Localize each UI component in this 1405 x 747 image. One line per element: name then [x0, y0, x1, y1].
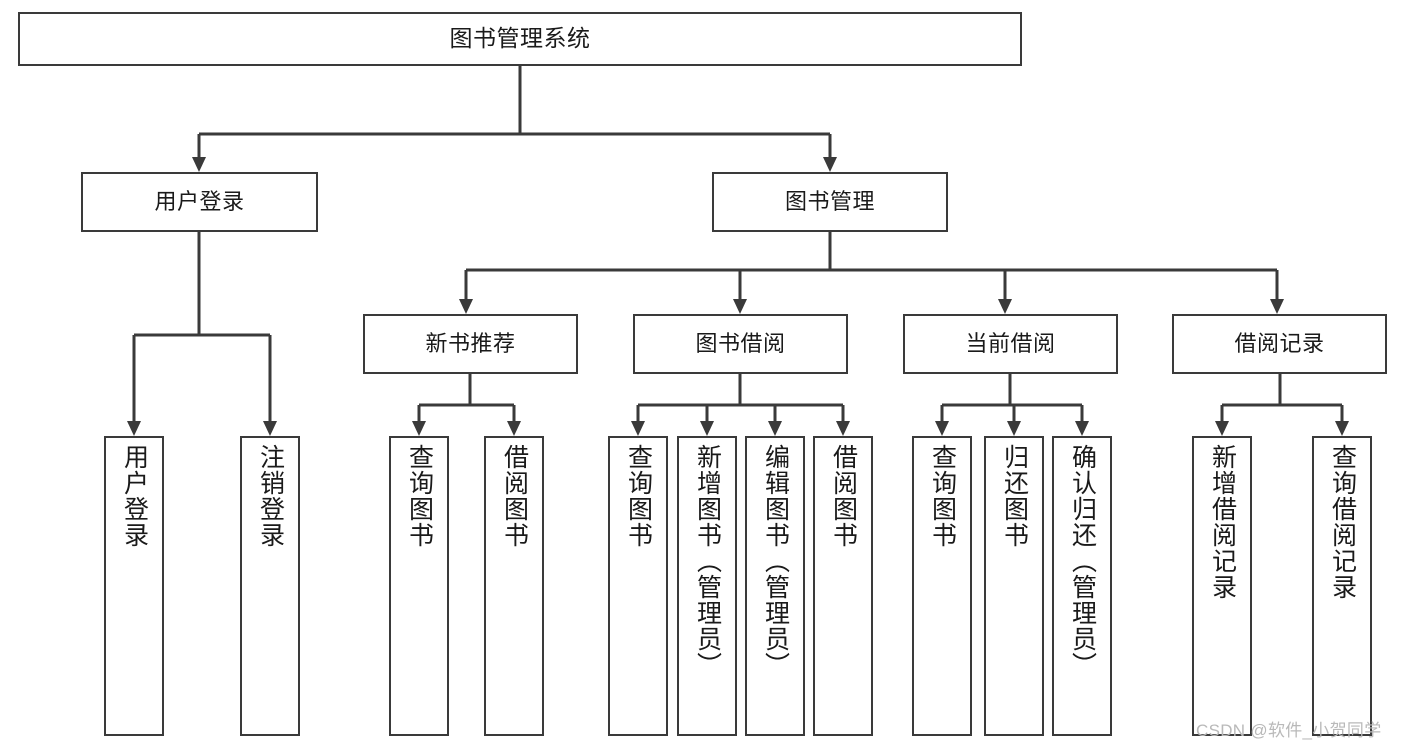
node-root[interactable]: 图书管理系统	[18, 12, 1022, 66]
edge-user-login-to-leaves	[127, 232, 277, 436]
node-book-borrow[interactable]: 图书借阅	[633, 314, 848, 374]
node-label: 查询借阅记录	[1328, 444, 1357, 600]
watermark-label: CSDN @软件_小贺同学	[1196, 721, 1382, 740]
node-borrow-record[interactable]: 借阅记录	[1172, 314, 1387, 374]
node-current-borrow[interactable]: 当前借阅	[903, 314, 1118, 374]
node-label: 编辑图书（管理员）	[761, 444, 790, 678]
arrowhead	[1007, 421, 1021, 436]
arrowhead	[768, 421, 782, 436]
edge-root-to-tier1	[192, 66, 837, 172]
edge-book-manage-to-tier2	[459, 232, 1284, 314]
node-label: 用户登录	[154, 188, 245, 214]
arrowhead	[935, 421, 949, 436]
node-leaf-current-query-book[interactable]: 查询图书	[912, 436, 972, 736]
edge-borrow-record-to-leaves	[1215, 374, 1349, 436]
edge-book-borrow-to-leaves	[631, 374, 850, 436]
edge-current-borrow-to-leaves	[935, 374, 1089, 436]
node-leaf-record-query[interactable]: 查询借阅记录	[1312, 436, 1372, 736]
arrowhead	[1075, 421, 1089, 436]
node-label: 查询图书	[624, 444, 653, 548]
node-leaf-borrow-edit-book[interactable]: 编辑图书（管理员）	[745, 436, 805, 736]
arrowhead	[631, 421, 645, 436]
node-new-book-rec[interactable]: 新书推荐	[363, 314, 578, 374]
node-label: 新增图书（管理员）	[693, 444, 722, 678]
node-leaf-borrow-add-book[interactable]: 新增图书（管理员）	[677, 436, 737, 736]
node-label: 借阅图书	[500, 444, 529, 548]
node-label: 新书推荐	[425, 330, 516, 356]
node-leaf-current-return-book[interactable]: 归还图书	[984, 436, 1044, 736]
node-label: 注销登录	[256, 444, 285, 548]
node-label: 用户登录	[120, 444, 149, 548]
node-book-manage[interactable]: 图书管理	[712, 172, 948, 232]
node-leaf-user-logout[interactable]: 注销登录	[240, 436, 300, 736]
arrowhead	[507, 421, 521, 436]
node-label: 图书借阅	[695, 330, 786, 356]
node-user-login[interactable]: 用户登录	[81, 172, 318, 232]
arrowhead	[1335, 421, 1349, 436]
node-label: 新增借阅记录	[1208, 444, 1237, 600]
arrowhead	[836, 421, 850, 436]
node-leaf-borrow-borrow-book[interactable]: 借阅图书	[813, 436, 873, 736]
node-label: 图书管理系统	[449, 25, 591, 52]
node-label: 查询图书	[928, 444, 957, 548]
arrowhead	[998, 299, 1012, 314]
arrowhead	[192, 157, 206, 172]
node-label: 归还图书	[1000, 444, 1029, 548]
edge-new-book-rec-to-leaves	[412, 374, 521, 436]
node-label: 确认归还（管理员）	[1068, 444, 1097, 678]
node-label: 借阅图书	[829, 444, 858, 548]
node-label: 图书管理	[784, 188, 875, 214]
node-leaf-user-login[interactable]: 用户登录	[104, 436, 164, 736]
arrowhead	[733, 299, 747, 314]
arrowhead	[1270, 299, 1284, 314]
arrowhead	[700, 421, 714, 436]
node-label: 当前借阅	[965, 330, 1056, 356]
arrowhead	[823, 157, 837, 172]
node-leaf-borrow-query-book[interactable]: 查询图书	[608, 436, 668, 736]
node-leaf-rec-borrow-book[interactable]: 借阅图书	[484, 436, 544, 736]
arrowhead	[127, 421, 141, 436]
arrowhead	[459, 299, 473, 314]
arrowhead	[1215, 421, 1229, 436]
arrowhead	[263, 421, 277, 436]
node-leaf-record-add[interactable]: 新增借阅记录	[1192, 436, 1252, 736]
node-leaf-rec-query-book[interactable]: 查询图书	[389, 436, 449, 736]
node-label: 借阅记录	[1234, 330, 1325, 356]
arrowhead	[412, 421, 426, 436]
node-leaf-current-confirm-return[interactable]: 确认归还（管理员）	[1052, 436, 1112, 736]
node-label: 查询图书	[405, 444, 434, 548]
